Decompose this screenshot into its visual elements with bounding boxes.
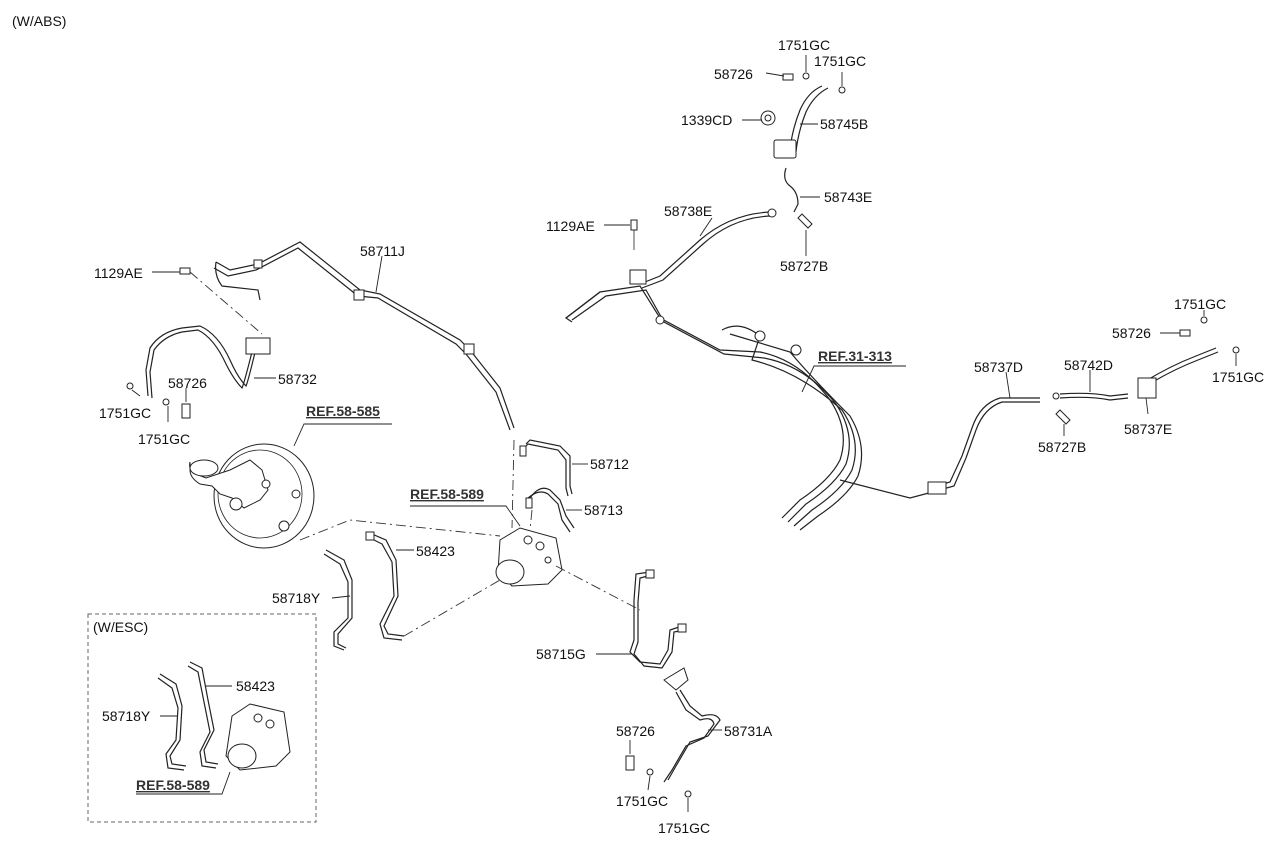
label-1751gc-t1: 1751GC bbox=[778, 37, 830, 53]
reservoir-cap bbox=[189, 459, 219, 477]
label-58726-t: 58726 bbox=[714, 66, 753, 82]
label-58711j: 58711J bbox=[360, 243, 405, 259]
bolt-1129ae-left bbox=[179, 267, 191, 275]
washer-1751gc-l1 bbox=[126, 382, 134, 390]
clip-58727b-right bbox=[1055, 409, 1071, 425]
label-58727b-t: 58727B bbox=[780, 258, 828, 274]
label-58732: 58732 bbox=[278, 371, 317, 387]
inset-label-58423: 58423 bbox=[236, 678, 275, 694]
bracket-58732 bbox=[245, 337, 271, 355]
label-58726-b: 58726 bbox=[616, 723, 655, 739]
label-58737d: 58737D bbox=[974, 359, 1023, 375]
bracket-center bbox=[629, 269, 647, 285]
rear-hose-assembly-right bbox=[927, 316, 1240, 495]
bolt-58726-top bbox=[782, 73, 794, 81]
label-58715g: 58715G bbox=[536, 646, 586, 662]
label-58727b-r: 58727B bbox=[1038, 439, 1086, 455]
washer-1751gc-b2 bbox=[684, 790, 692, 798]
tube-58715g bbox=[629, 569, 687, 669]
tube-58738e bbox=[629, 208, 777, 289]
rear-hose-assembly-top bbox=[760, 72, 846, 229]
hose-bracket-front bbox=[663, 667, 689, 691]
tube-58711j bbox=[213, 241, 515, 431]
hose-58732 bbox=[126, 267, 271, 419]
hose-58731a bbox=[625, 667, 721, 798]
tube-58713 bbox=[525, 487, 575, 533]
inset-label-58718y: 58718Y bbox=[102, 708, 151, 724]
hecu-motor bbox=[495, 559, 525, 585]
bolt-58726-bottom bbox=[625, 755, 635, 771]
hecu-unit bbox=[495, 527, 563, 587]
washer-1751gc-top1 bbox=[802, 72, 810, 80]
washer-1751gc-l2 bbox=[162, 398, 170, 406]
label-58738e: 58738E bbox=[664, 203, 712, 219]
brake-booster bbox=[189, 443, 315, 549]
label-58713: 58713 bbox=[584, 502, 623, 518]
bracket-58737d bbox=[927, 481, 947, 495]
label-58726-l: 58726 bbox=[168, 375, 207, 391]
esc-inset-title: (W/ESC) bbox=[93, 619, 148, 635]
washer-1751gc-top2 bbox=[838, 86, 846, 94]
clip-58727b-top bbox=[797, 213, 813, 229]
bolt-58726-left bbox=[181, 403, 191, 419]
label-58726-r: 58726 bbox=[1112, 325, 1151, 341]
label-58731a: 58731A bbox=[724, 723, 773, 739]
bolt-58726-right bbox=[1179, 329, 1191, 337]
label-1129ae-c: 1129AE bbox=[546, 218, 595, 234]
label-1751gc-b1: 1751GC bbox=[616, 793, 668, 809]
label-1751gc-l1: 1751GC bbox=[99, 405, 151, 421]
label-1129ae-l: 1129AE bbox=[94, 265, 143, 281]
tube-58712 bbox=[519, 439, 573, 497]
inset-ref-58-589: REF.58-589 bbox=[136, 777, 210, 793]
label-58745b: 58745B bbox=[820, 116, 868, 132]
label-58423: 58423 bbox=[416, 543, 455, 559]
label-1751gc-l2: 1751GC bbox=[138, 431, 190, 447]
main-brake-tubes bbox=[564, 285, 941, 531]
washer-1751gc-r2 bbox=[1232, 346, 1240, 354]
esc-inset-assembly bbox=[157, 661, 291, 771]
esc-inset-box bbox=[87, 613, 317, 823]
ref-58-589: REF.58-589 bbox=[410, 486, 484, 502]
ref-31-313: REF.31-313 bbox=[818, 348, 892, 364]
label-58743e: 58743E bbox=[824, 189, 872, 205]
bolt-1129ae-center bbox=[630, 219, 638, 231]
label-58737e: 58737E bbox=[1124, 421, 1172, 437]
washer-1751gc-r1 bbox=[1200, 316, 1208, 324]
ref-58-585: REF.58-585 bbox=[306, 403, 380, 419]
label-1339cd: 1339CD bbox=[681, 112, 732, 128]
label-1751gc-r2: 1751GC bbox=[1212, 369, 1264, 385]
label-1751gc-r1: 1751GC bbox=[1174, 296, 1226, 312]
tube-58423 bbox=[365, 531, 405, 641]
hose-bracket bbox=[773, 139, 797, 159]
label-1751gc-t2: 1751GC bbox=[814, 53, 866, 69]
label-58718y: 58718Y bbox=[272, 590, 321, 606]
label-58712: 58712 bbox=[590, 456, 629, 472]
label-58742d: 58742D bbox=[1064, 357, 1113, 373]
tube-58718y bbox=[323, 549, 353, 651]
washer-1751gc-b1 bbox=[646, 768, 654, 776]
label-1751gc-b2: 1751GC bbox=[658, 820, 710, 836]
variant-label: (W/ABS) bbox=[12, 13, 66, 29]
bracket-58737e bbox=[1137, 377, 1157, 399]
